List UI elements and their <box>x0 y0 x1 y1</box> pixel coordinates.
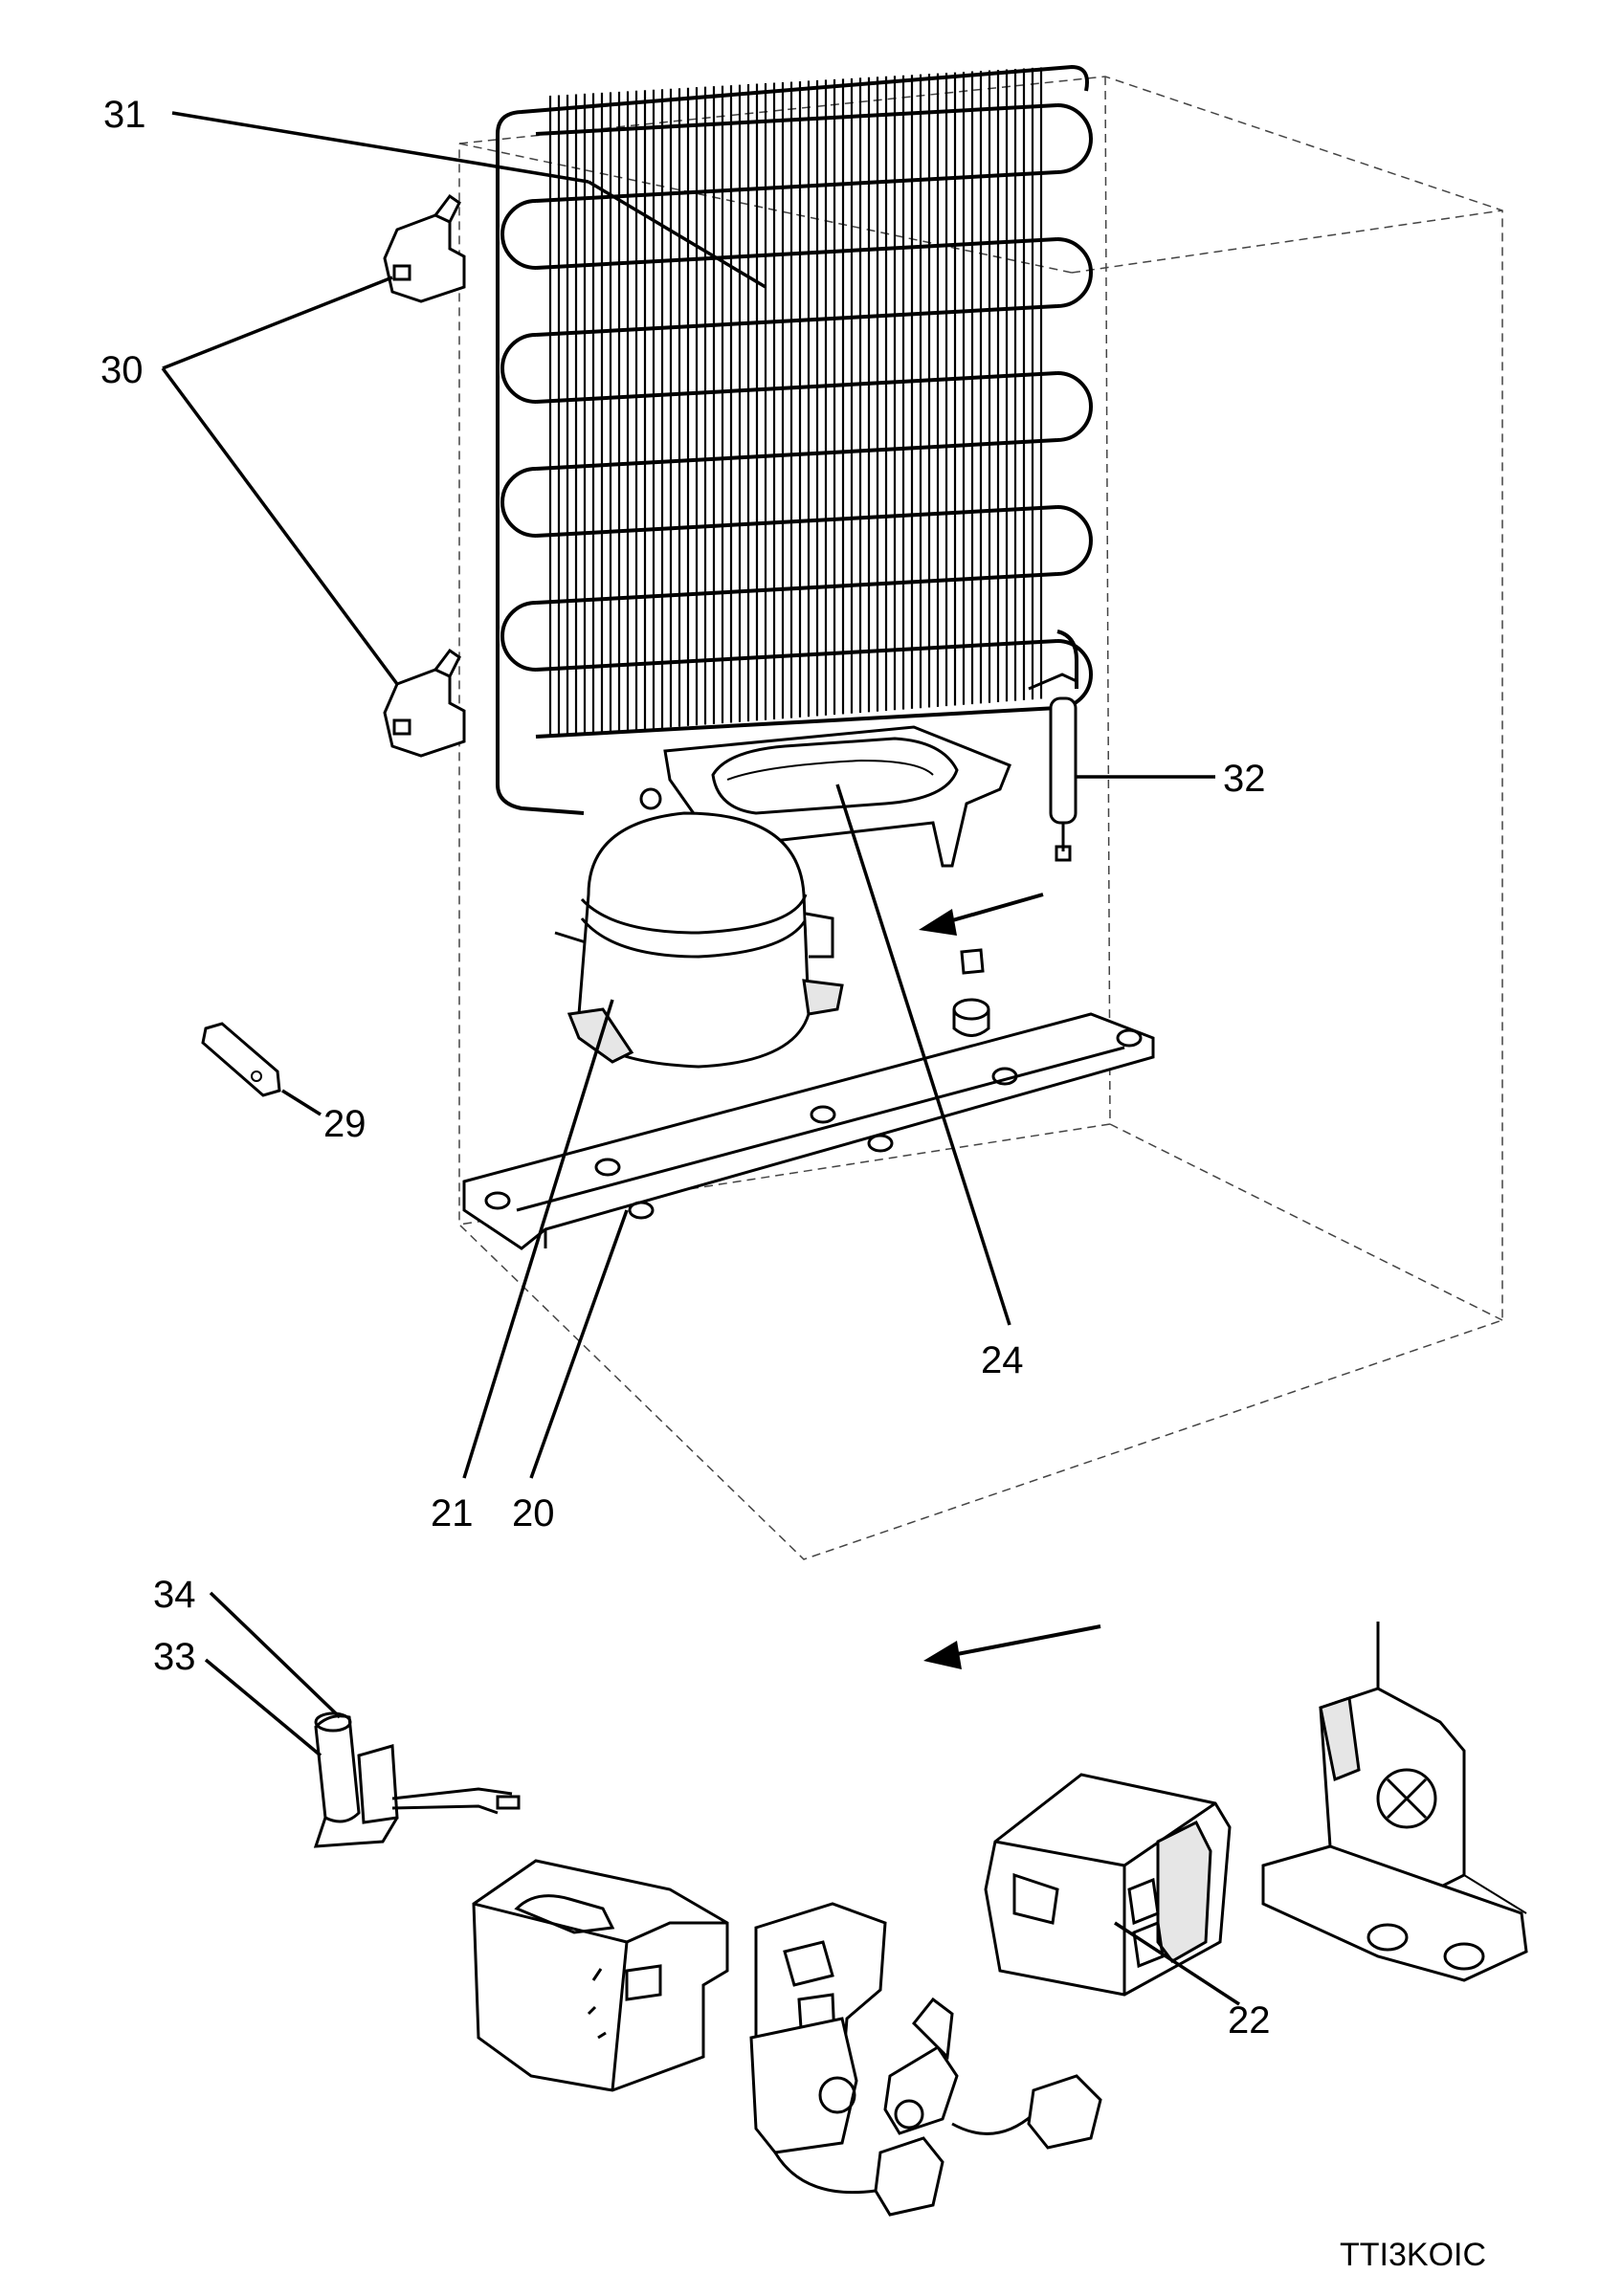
hinge-bracket-lower <box>383 648 466 758</box>
start-capacitor <box>313 1711 521 1848</box>
compressor-base-rail <box>462 1012 1155 1250</box>
callout-20: 20 <box>512 1492 555 1534</box>
relay-mounting-bracket <box>1261 1622 1528 1982</box>
compressor <box>554 811 844 1069</box>
callout-34: 34 <box>153 1574 196 1616</box>
rubber-grommet <box>952 948 990 1037</box>
callout-24: 24 <box>981 1339 1024 1381</box>
clip-bracket <box>201 1022 281 1097</box>
filter-dryer <box>1028 673 1078 862</box>
callout-labels: 31 30 32 29 24 21 20 34 33 22 <box>100 94 1271 2042</box>
callout-32: 32 <box>1223 758 1266 800</box>
callout-21: 21 <box>431 1492 474 1534</box>
assembly-arrow-upper <box>919 893 1044 936</box>
condenser-coil <box>496 64 1093 815</box>
relay-cover <box>472 1859 729 2092</box>
leader-lines <box>161 111 1240 2006</box>
drawing-code: TTI3KOIC <box>1340 2237 1486 2273</box>
start-relay <box>984 1773 1232 1997</box>
thermostat-assembly <box>749 1902 1102 2217</box>
callout-22: 22 <box>1228 1999 1271 2042</box>
callout-29: 29 <box>323 1103 367 1145</box>
callout-31: 31 <box>103 94 146 136</box>
callout-33: 33 <box>153 1636 196 1678</box>
assembly-arrow-lower <box>923 1624 1101 1669</box>
callout-30: 30 <box>100 349 144 391</box>
hinge-bracket-upper <box>383 193 466 303</box>
